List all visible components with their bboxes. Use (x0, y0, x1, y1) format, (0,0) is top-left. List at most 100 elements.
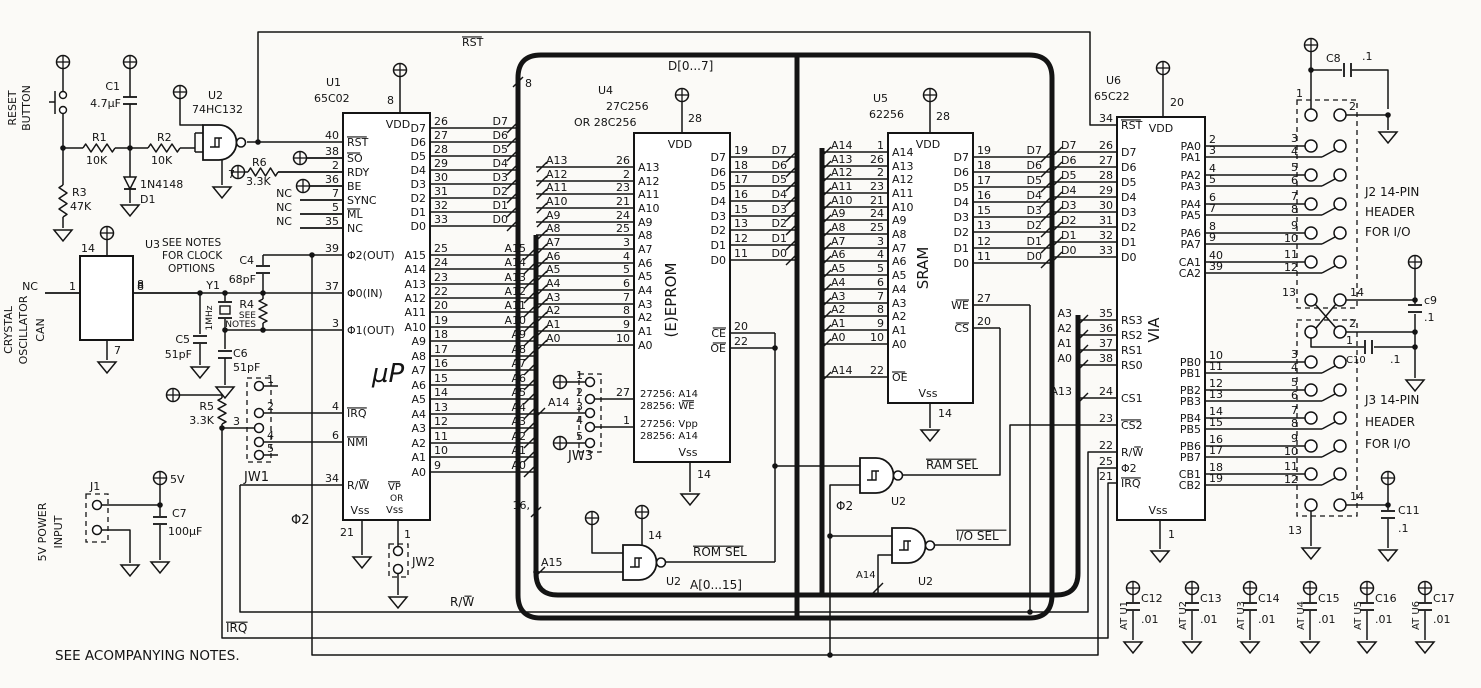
label: R5 (199, 400, 214, 413)
label: 7 (1291, 190, 1298, 203)
bus-tap-slash (820, 310, 832, 322)
pin-name: VDD (1149, 122, 1173, 135)
pin-name: PA3 (1181, 180, 1201, 193)
label: A14 (856, 570, 876, 581)
wire (903, 328, 1001, 476)
net-label: A10 (504, 314, 526, 327)
bus-tap-slash (506, 220, 518, 232)
pin-name: PB0 (1180, 356, 1201, 369)
pin-number: 36 (325, 173, 339, 186)
label: 2 (576, 386, 583, 399)
net-label: D1 (1027, 235, 1042, 248)
bus (533, 235, 1081, 598)
pin-number: 2 (332, 159, 339, 172)
net-label: A7 (831, 235, 846, 248)
pin-name: A7 (638, 243, 653, 256)
bus-tap-slash (536, 202, 548, 214)
wire (180, 394, 223, 398)
net-label: A1 (546, 318, 561, 331)
pin-name: PB4 (1180, 412, 1201, 425)
pin-number: 9 (623, 318, 630, 331)
ground-symbol (119, 204, 141, 218)
connector-outline (246, 377, 272, 463)
header-j3-pin (1304, 498, 1318, 512)
label: 10K (86, 154, 108, 167)
wire (591, 525, 623, 554)
pin-number: 20 (977, 315, 991, 328)
pin-number: 14 (1209, 405, 1223, 418)
pin-number: 27 (616, 386, 630, 399)
bus-tap-slash (536, 311, 548, 323)
pin-name: PB6 (1180, 440, 1201, 453)
pin-name: A5 (411, 393, 426, 406)
bus-tap-slash (506, 136, 518, 148)
bus-tap-slash (523, 422, 535, 434)
pin-name: A0 (638, 339, 653, 352)
net-label: D6 (1027, 159, 1042, 172)
bus-tap-slash (1040, 211, 1052, 223)
net-label: A0 (511, 459, 526, 472)
label: 27256: A14 (640, 389, 698, 400)
label: VP (388, 482, 401, 493)
bus-tap-slash (1040, 242, 1052, 254)
label: 27256: Vpp (640, 419, 698, 430)
pin-name: A13 (638, 161, 660, 174)
label: .1 (1390, 353, 1401, 366)
label: VIA (1145, 317, 1163, 343)
label: OR (390, 494, 403, 504)
bus-tap-slash (506, 206, 518, 218)
pin-name: D4 (954, 196, 969, 209)
pin-number: 11 (434, 430, 448, 443)
pin-number: 38 (1099, 352, 1113, 365)
net-label: NC (276, 187, 292, 200)
ram-sel-nand-bubble (892, 470, 904, 481)
net-label: A6 (546, 250, 561, 263)
junction-dot (1412, 297, 1418, 303)
pin-number: 2 (623, 168, 630, 181)
wire (877, 554, 892, 595)
net-label: A3 (511, 415, 526, 428)
bus-tap-slash (523, 466, 535, 478)
bus-tap-slash (523, 306, 535, 318)
chip-U1 (342, 112, 431, 521)
label: U4 (598, 84, 613, 97)
pin-name: A6 (892, 255, 907, 268)
pin-number: 17 (734, 173, 748, 186)
pin-number: 40 (1209, 249, 1223, 262)
pin-number: 19 (434, 314, 448, 327)
junction-dot (1308, 67, 1314, 73)
wire (1321, 365, 1336, 374)
pin-number: 2 (1209, 133, 1216, 146)
net-label: D3 (493, 171, 508, 184)
net-label: D4 (1027, 189, 1042, 202)
pin-name: PB5 (1180, 423, 1201, 436)
pin-number: 4 (877, 248, 884, 261)
pin-name: RST (1121, 119, 1143, 132)
pin-name: A15 (404, 249, 426, 262)
label: 8 (1291, 417, 1298, 430)
bus-tap-slash (785, 224, 797, 236)
label: 7 (228, 168, 235, 181)
header-j2-pin (1333, 139, 1347, 153)
label: 27C256 (606, 100, 649, 113)
net-label: A1 (511, 444, 526, 457)
pin-number: 12 (977, 235, 991, 248)
label: 12 (1284, 473, 1298, 486)
label: 51pF (165, 348, 192, 361)
bus-tap-slash (523, 393, 535, 405)
header-j3-pin (1333, 325, 1347, 339)
pin-number: 13 (977, 219, 991, 232)
generated-schematic: 40RST38SO2RDY36BE7SYNCNC5MLNC35NCNC39Φ2(… (2, 31, 1455, 658)
net-label: D5 (493, 143, 508, 156)
wire (257, 31, 1117, 142)
bus-tap-slash (534, 407, 546, 419)
pin-number: 27 (1099, 154, 1113, 167)
pin-name: A3 (638, 298, 653, 311)
bus-tap-slash (523, 292, 535, 304)
junction-dot (222, 327, 228, 333)
pin-number: 26 (1099, 139, 1113, 152)
bus-tap-slash (820, 269, 832, 281)
net-label: D7 (1061, 139, 1076, 152)
pin-number: 15 (1209, 416, 1223, 429)
net-label: A10 (831, 194, 853, 207)
